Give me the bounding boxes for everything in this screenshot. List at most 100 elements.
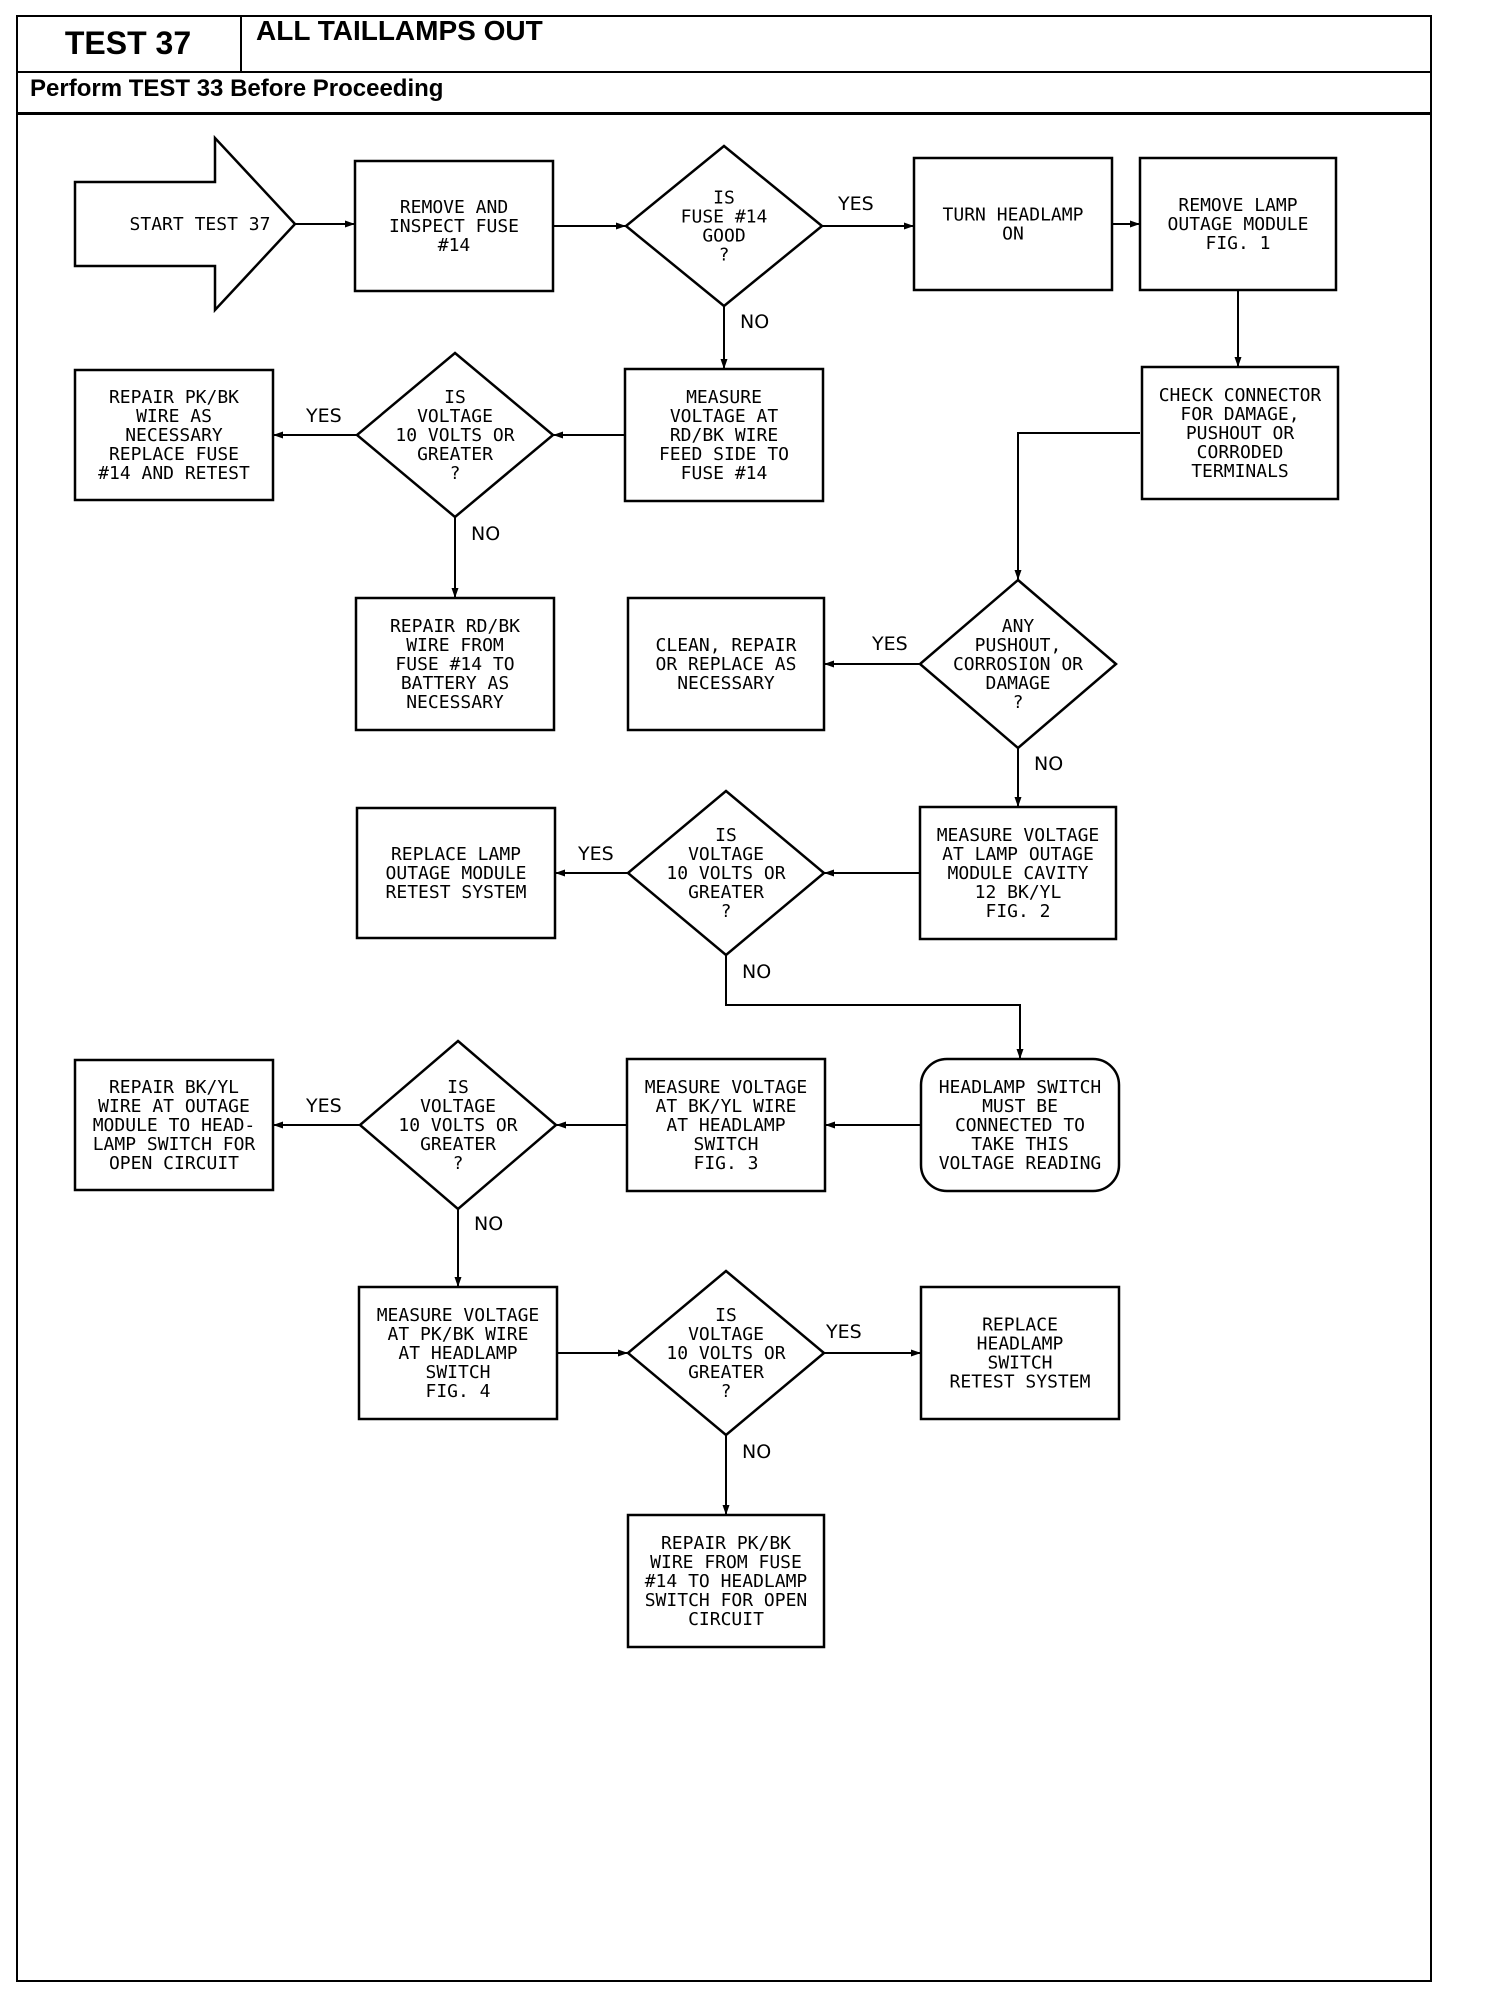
edge-label: NO bbox=[742, 1441, 771, 1463]
node-text: GREATER bbox=[688, 882, 764, 903]
node-text: FUSE #14 bbox=[681, 463, 768, 484]
node-shape-voltage-4 bbox=[626, 1269, 826, 1437]
node-text: TAKE THIS bbox=[971, 1134, 1069, 1155]
test-subtitle: Perform TEST 33 Before Proceeding bbox=[30, 75, 444, 102]
node-shape-fuse-good bbox=[624, 144, 824, 308]
node-text: SWITCH FOR OPEN bbox=[645, 1590, 808, 1611]
node-text: REMOVE LAMP bbox=[1178, 195, 1297, 216]
edge-label: YES bbox=[305, 405, 342, 427]
node-text: IS bbox=[715, 1305, 737, 1326]
node-text: REPLACE FUSE bbox=[109, 444, 239, 465]
node-text: AT PK/BK WIRE bbox=[388, 1324, 529, 1345]
node-text: NECESSARY bbox=[406, 692, 504, 713]
node-text: MODULE TO HEAD- bbox=[93, 1115, 256, 1136]
edge-label: NO bbox=[1034, 753, 1063, 775]
node-text: FUSE #14 bbox=[681, 207, 768, 228]
node-text: TURN HEADLAMP bbox=[943, 205, 1084, 226]
node-shape-measure-pkbk bbox=[357, 1285, 559, 1421]
node-shape-repair-pkbk-1 bbox=[73, 368, 275, 502]
node-text: AT BK/YL WIRE bbox=[656, 1096, 797, 1117]
node-text: MEASURE VOLTAGE bbox=[645, 1077, 808, 1098]
header-divider bbox=[242, 71, 1432, 73]
node-text: #14 AND RETEST bbox=[98, 463, 250, 484]
node-text: START TEST 37 bbox=[130, 214, 271, 235]
node-shape-voltage-3 bbox=[358, 1039, 558, 1211]
node-text: IS bbox=[713, 188, 735, 209]
node-text: HEADLAMP SWITCH bbox=[939, 1077, 1102, 1098]
edge-label: YES bbox=[871, 633, 908, 655]
node-text: ANY bbox=[1002, 616, 1035, 637]
node-text: OUTAGE MODULE bbox=[386, 863, 527, 884]
node-text: MEASURE bbox=[686, 387, 762, 408]
node-start: START TEST 37 bbox=[73, 134, 297, 314]
node-text: OPEN CIRCUIT bbox=[109, 1153, 239, 1174]
node-text: REMOVE AND bbox=[400, 197, 508, 218]
node-text: 10 VOLTS OR bbox=[666, 1343, 785, 1364]
node-text: INSPECT FUSE bbox=[389, 216, 519, 237]
edge-check-connector-to-any-damage bbox=[1014, 432, 1140, 580]
node-shape-repair-pkbk-2 bbox=[626, 1513, 826, 1649]
header-divider-bottom bbox=[16, 112, 1432, 115]
node-text: IS bbox=[447, 1077, 469, 1098]
node-shape-start bbox=[73, 134, 297, 314]
edge-label: YES bbox=[837, 193, 874, 215]
node-text: HEADLAMP bbox=[977, 1334, 1064, 1355]
node-text: CORRODED bbox=[1197, 442, 1284, 463]
node-text: ? bbox=[721, 1381, 732, 1402]
node-text: RETEST SYSTEM bbox=[386, 882, 527, 903]
node-shape-headlamp-note bbox=[919, 1057, 1121, 1193]
node-text: REPAIR RD/BK bbox=[390, 616, 520, 637]
node-shape-measure-cavity bbox=[918, 805, 1118, 941]
node-text: MEASURE VOLTAGE bbox=[377, 1305, 540, 1326]
node-text: BATTERY AS bbox=[401, 673, 509, 694]
node-text: LAMP SWITCH FOR bbox=[93, 1134, 256, 1155]
node-text: #14 TO HEADLAMP bbox=[645, 1571, 808, 1592]
node-shape-remove-fuse bbox=[353, 159, 555, 293]
node-text: GOOD bbox=[702, 226, 745, 247]
node-text: ? bbox=[719, 245, 730, 266]
test-number: TEST 37 bbox=[16, 15, 242, 73]
node-shape-voltage-2 bbox=[626, 789, 826, 957]
node-text: FEED SIDE TO bbox=[659, 444, 789, 465]
edge-label: NO bbox=[471, 523, 500, 545]
node-text: OUTAGE MODULE bbox=[1168, 214, 1309, 235]
node-text: CLEAN, REPAIR bbox=[656, 635, 797, 656]
node-text: TERMINALS bbox=[1191, 461, 1289, 482]
node-text: GREATER bbox=[688, 1362, 764, 1383]
node-text: PUSHOUT OR bbox=[1186, 423, 1295, 444]
node-shape-replace-switch bbox=[919, 1285, 1121, 1421]
node-shape-measure-bkyl bbox=[625, 1057, 827, 1193]
node-text: ? bbox=[721, 901, 732, 922]
page-frame bbox=[16, 15, 1432, 1982]
node-text: #14 bbox=[438, 235, 471, 256]
node-text: RD/BK WIRE bbox=[670, 425, 778, 446]
node-text: REPAIR PK/BK bbox=[661, 1533, 791, 1554]
node-text: GREATER bbox=[417, 444, 493, 465]
node-text: WIRE FROM FUSE bbox=[650, 1552, 802, 1573]
node-text: SWITCH bbox=[425, 1362, 490, 1383]
node-text: CIRCUIT bbox=[688, 1609, 764, 1630]
node-text: MUST BE bbox=[982, 1096, 1058, 1117]
node-text: VOLTAGE bbox=[417, 406, 493, 427]
node-text: WIRE AT OUTAGE bbox=[98, 1096, 250, 1117]
edge-label: YES bbox=[825, 1321, 862, 1343]
node-text: VOLTAGE AT bbox=[670, 406, 779, 427]
node-shape-any-damage bbox=[918, 578, 1118, 750]
node-text: GREATER bbox=[420, 1134, 496, 1155]
node-text: RETEST SYSTEM bbox=[950, 1372, 1091, 1393]
node-text: ? bbox=[453, 1153, 464, 1174]
node-shape-remove-module bbox=[1138, 156, 1338, 292]
